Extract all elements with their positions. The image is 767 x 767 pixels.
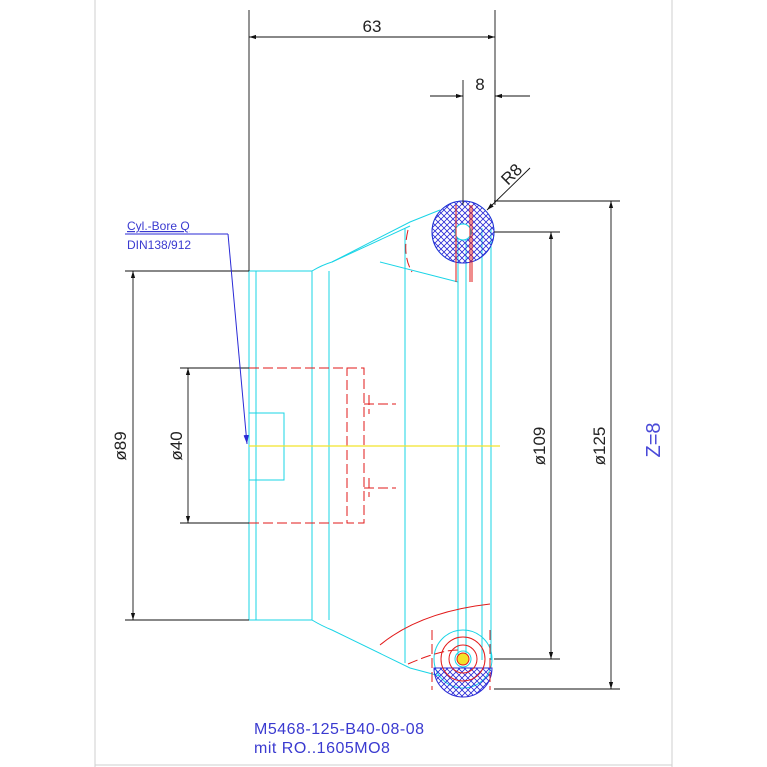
teeth-count: Z=8 bbox=[643, 422, 665, 457]
bore-note-line1: Cyl.-Bore Q bbox=[127, 219, 190, 233]
dim-dia-89: ø89 bbox=[111, 431, 130, 460]
part-number: M5468-125-B40-08-08 bbox=[254, 721, 425, 738]
bore-note-leader bbox=[125, 233, 249, 445]
part-description: mit RO..1605MO8 bbox=[254, 740, 390, 757]
top-roller-section bbox=[431, 200, 495, 282]
dim-8: 8 bbox=[475, 75, 484, 94]
bottom-roller-section bbox=[431, 630, 493, 698]
part-outline bbox=[248, 200, 495, 689]
dim-r8: R8 bbox=[497, 160, 526, 189]
dim-dia-109: ø109 bbox=[530, 427, 549, 466]
hidden-lines bbox=[249, 229, 491, 665]
dim-dia-40: ø40 bbox=[167, 431, 186, 460]
dim-63: 63 bbox=[363, 17, 382, 36]
bore-note-line2: DIN138/912 bbox=[127, 238, 191, 252]
dim-dia-125: ø125 bbox=[590, 427, 609, 466]
sheet-border bbox=[94, 0, 673, 767]
dimension-lines bbox=[125, 10, 620, 690]
